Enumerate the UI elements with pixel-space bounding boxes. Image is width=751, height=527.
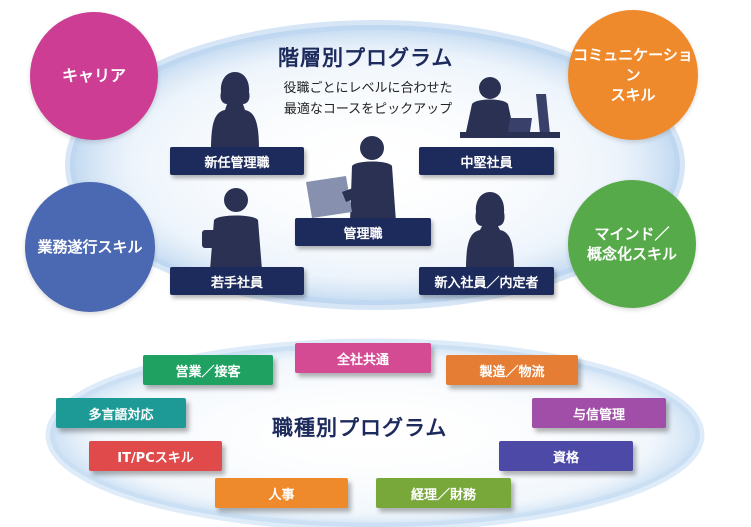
hierarchy-title: 階層別プログラム: [278, 46, 454, 70]
circle-career: キャリア: [30, 12, 158, 140]
job-type-title: 職種別プログラム: [272, 416, 448, 440]
level-young-employee: 若手社員: [170, 267, 304, 295]
circle-business-skill: 業務遂行スキル: [25, 182, 155, 312]
circle-mind-skill: マインド／ 概念化スキル: [568, 180, 696, 308]
job-sales: 営業／接客: [143, 355, 273, 385]
job-qualification: 資格: [499, 441, 633, 471]
job-multilingual: 多言語対応: [56, 398, 186, 428]
circle-communication: コミュニケーション スキル: [568, 10, 698, 140]
new-hire-silhouette-icon: [466, 192, 514, 270]
businesswoman-silhouette-icon: [211, 72, 259, 150]
level-manager: 管理職: [295, 218, 431, 246]
young-employee-silhouette-icon: [202, 188, 262, 270]
job-credit: 与信管理: [532, 398, 666, 428]
job-all-company: 全社共通: [295, 343, 431, 373]
level-new-manager: 新任管理職: [170, 147, 304, 175]
job-it-pc-skill: IT/PCスキル: [89, 441, 222, 471]
manager-with-tablet-silhouette-icon: [306, 136, 396, 222]
job-hr: 人事: [215, 478, 348, 508]
level-new-hire: 新入社員／内定者: [419, 267, 554, 295]
job-accounting: 経理／財務: [376, 478, 511, 508]
businessman-at-desk-silhouette-icon: [460, 77, 560, 138]
hierarchy-subtitle: 役職ごとにレベルに合わせた 最適なコースをピックアップ: [283, 81, 453, 118]
level-mid-level: 中堅社員: [419, 147, 554, 175]
job-manufacturing: 製造／物流: [446, 355, 578, 385]
